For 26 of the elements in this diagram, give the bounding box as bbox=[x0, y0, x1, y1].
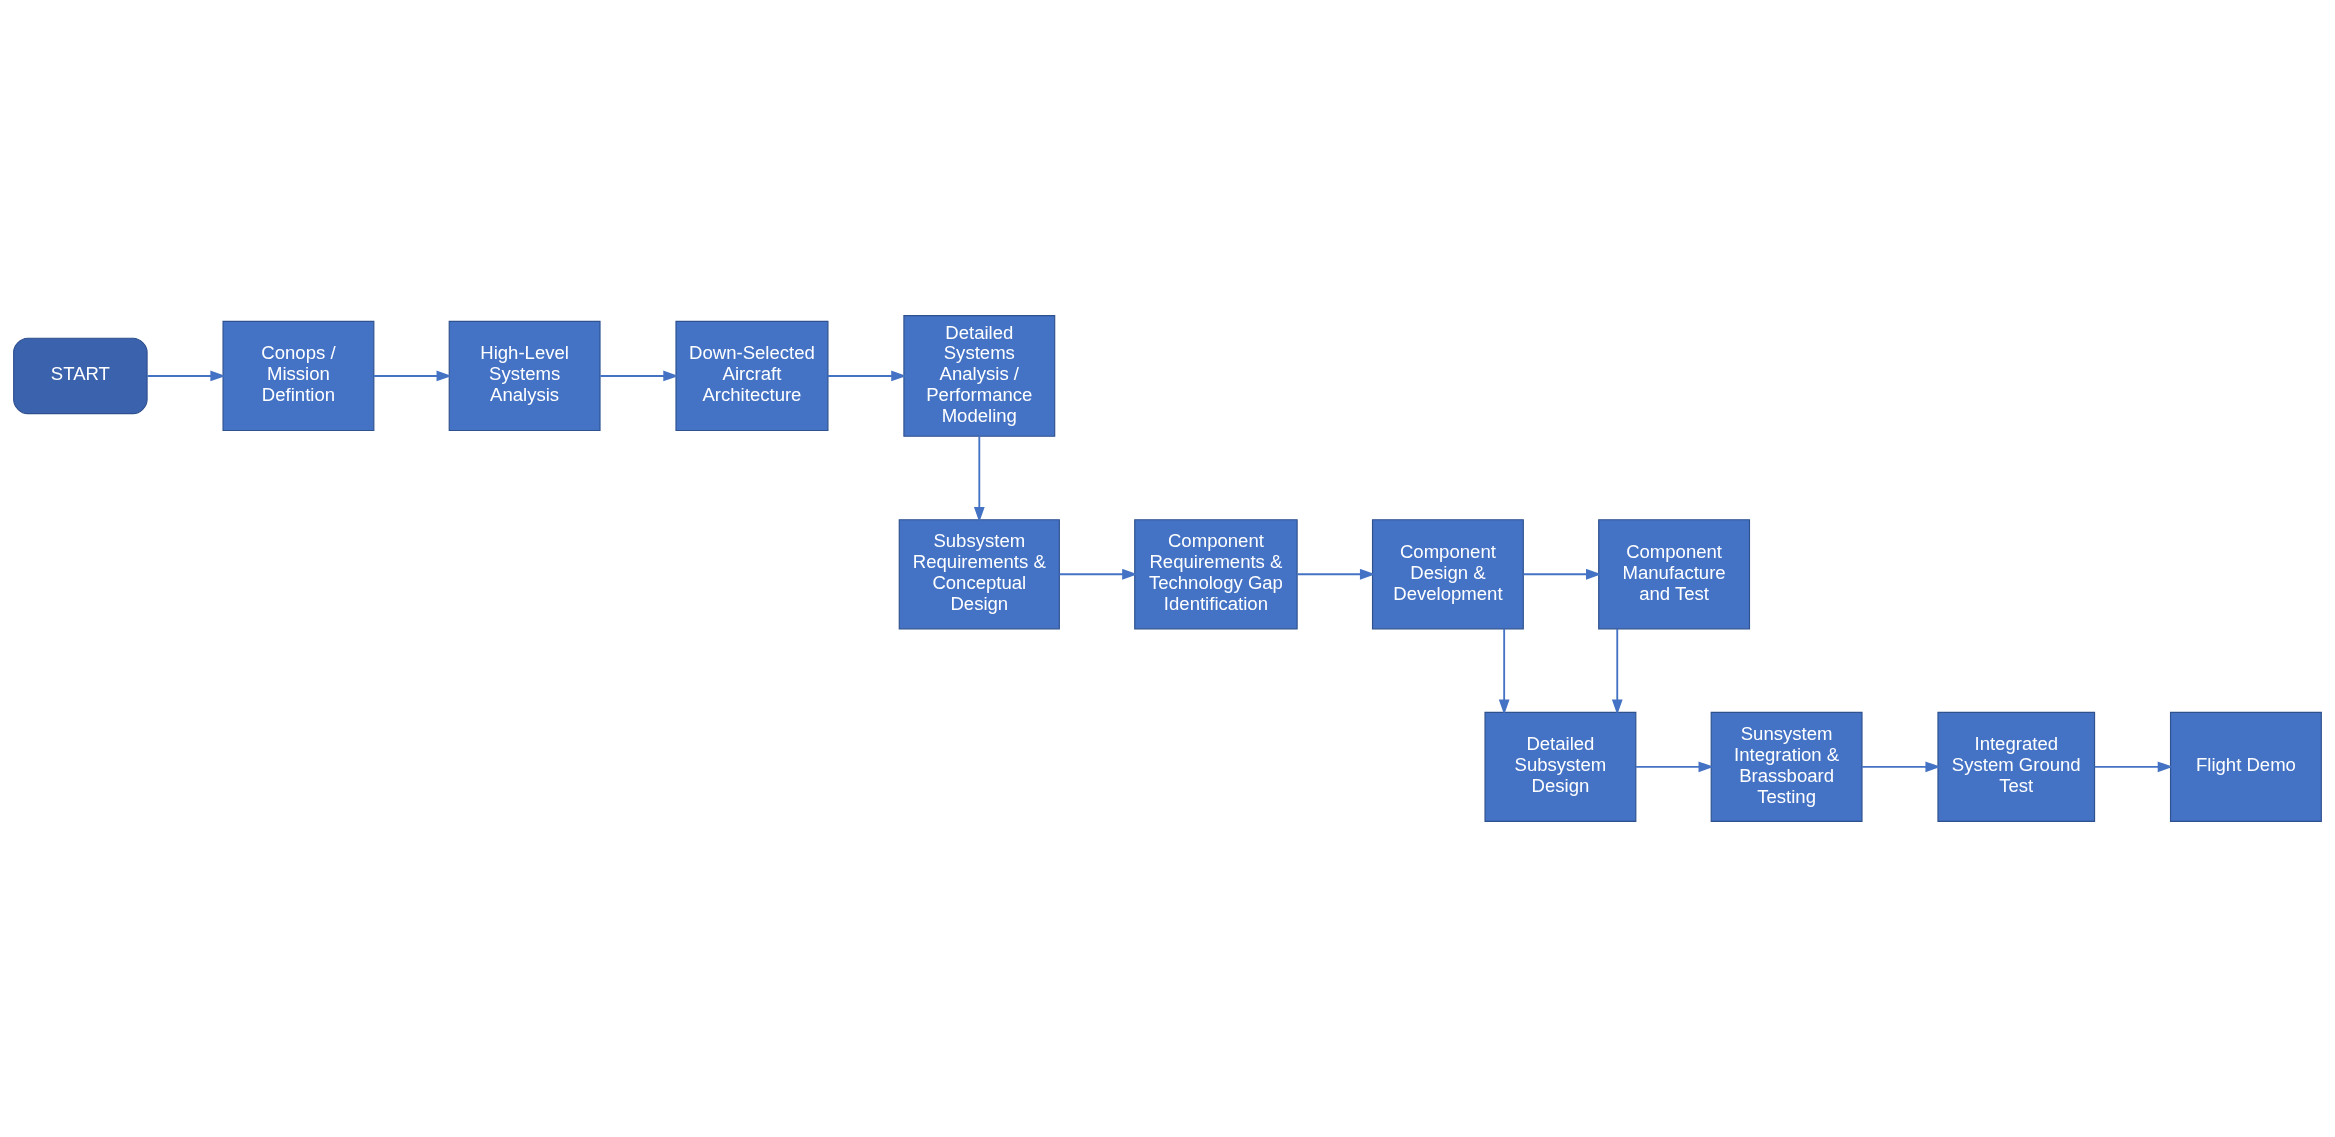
node-box: Down-Selected Aircraft Architecture bbox=[675, 320, 829, 432]
arrow bbox=[973, 435, 985, 523]
arrow bbox=[1635, 761, 1714, 773]
node-box: Component Manufacture and Test bbox=[1598, 519, 1751, 630]
arrow bbox=[1296, 568, 1376, 580]
node-box: Flight Demo bbox=[2169, 711, 2322, 822]
arrow bbox=[146, 370, 226, 382]
arrow bbox=[599, 370, 679, 382]
arrow bbox=[827, 370, 907, 382]
arrow bbox=[1861, 761, 1941, 773]
node-box: Sunsystem Integration & Brassboard Testing bbox=[1710, 711, 1863, 822]
node-box: Subsystem Requirements & Conceptual Design bbox=[898, 519, 1060, 630]
node-box: Detailed Systems Analysis / Performance Modeling bbox=[903, 315, 1056, 437]
node-box: Component Requirements & Technology Gap Identification bbox=[1134, 519, 1298, 630]
node-box: Detailed Subsystem Design bbox=[1484, 711, 1637, 822]
node-box: Component Design & Development bbox=[1371, 519, 1524, 630]
arrow bbox=[373, 370, 452, 382]
node-box: START bbox=[13, 337, 148, 415]
arrow bbox=[1498, 628, 1510, 715]
node-box: High-Level Systems Analysis bbox=[448, 320, 601, 432]
node-box: Conops / Mission Defintion bbox=[222, 320, 375, 432]
arrow bbox=[1058, 568, 1138, 580]
arrow bbox=[2093, 761, 2174, 773]
arrow bbox=[1522, 568, 1602, 580]
arrow bbox=[1611, 628, 1623, 715]
node-box: Integrated System Ground Test bbox=[1937, 711, 2096, 822]
